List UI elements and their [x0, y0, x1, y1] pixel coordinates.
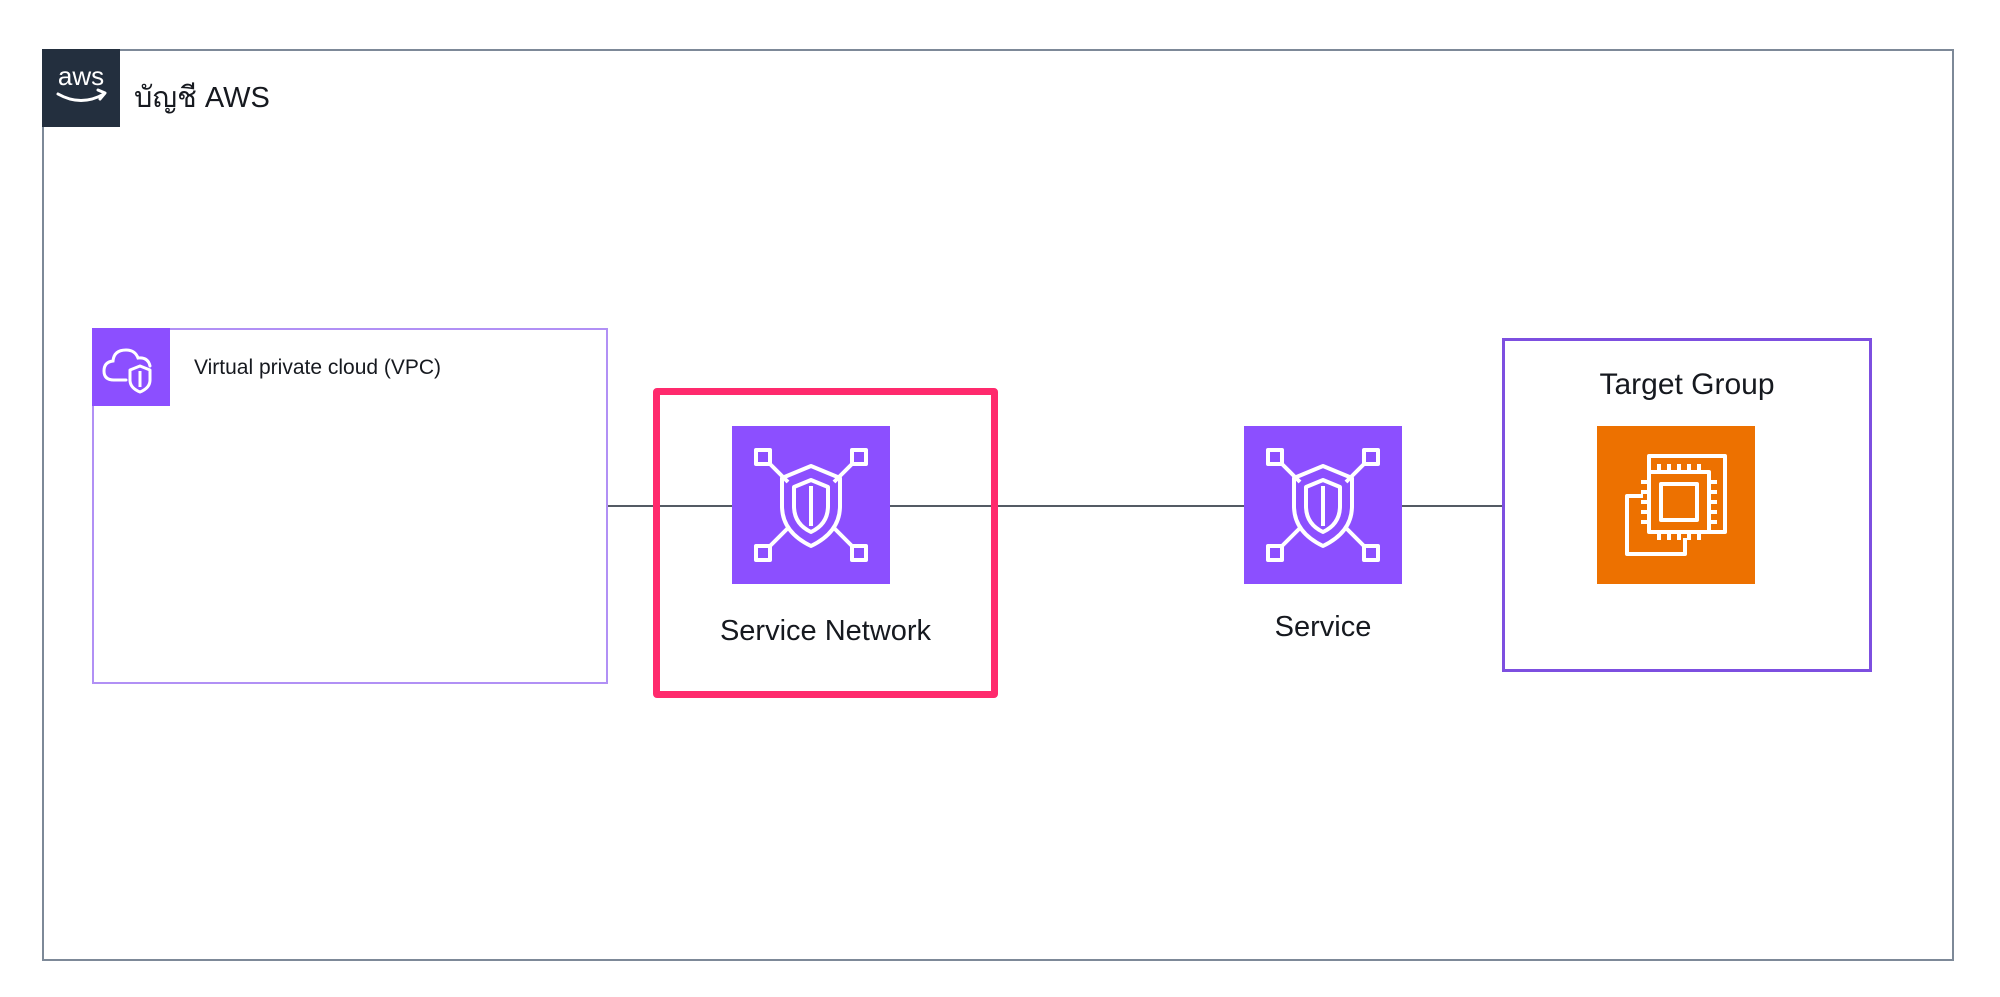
- vpc-label: Virtual private cloud (VPC): [194, 356, 442, 379]
- service-network-icon: [732, 426, 890, 584]
- aws-logo-text: aws: [58, 61, 104, 91]
- service-label: Service: [1274, 611, 1372, 643]
- service-network-highlight: [653, 388, 998, 698]
- connector-vpc-to-service-network: [608, 505, 732, 507]
- vpc-group: [92, 328, 608, 684]
- target-group-label: Target Group: [1599, 368, 1775, 401]
- vpc-cloud-icon: [92, 328, 170, 406]
- aws-logo-icon: aws: [42, 49, 120, 127]
- service-icon: [1244, 426, 1402, 584]
- ec2-instance-icon: [1597, 426, 1755, 584]
- connector-service-to-target-group: [1402, 505, 1597, 507]
- connector-service-network-to-service: [890, 505, 1244, 507]
- service-network-label: Service Network: [719, 615, 932, 647]
- account-label: บัญชี AWS: [134, 82, 270, 114]
